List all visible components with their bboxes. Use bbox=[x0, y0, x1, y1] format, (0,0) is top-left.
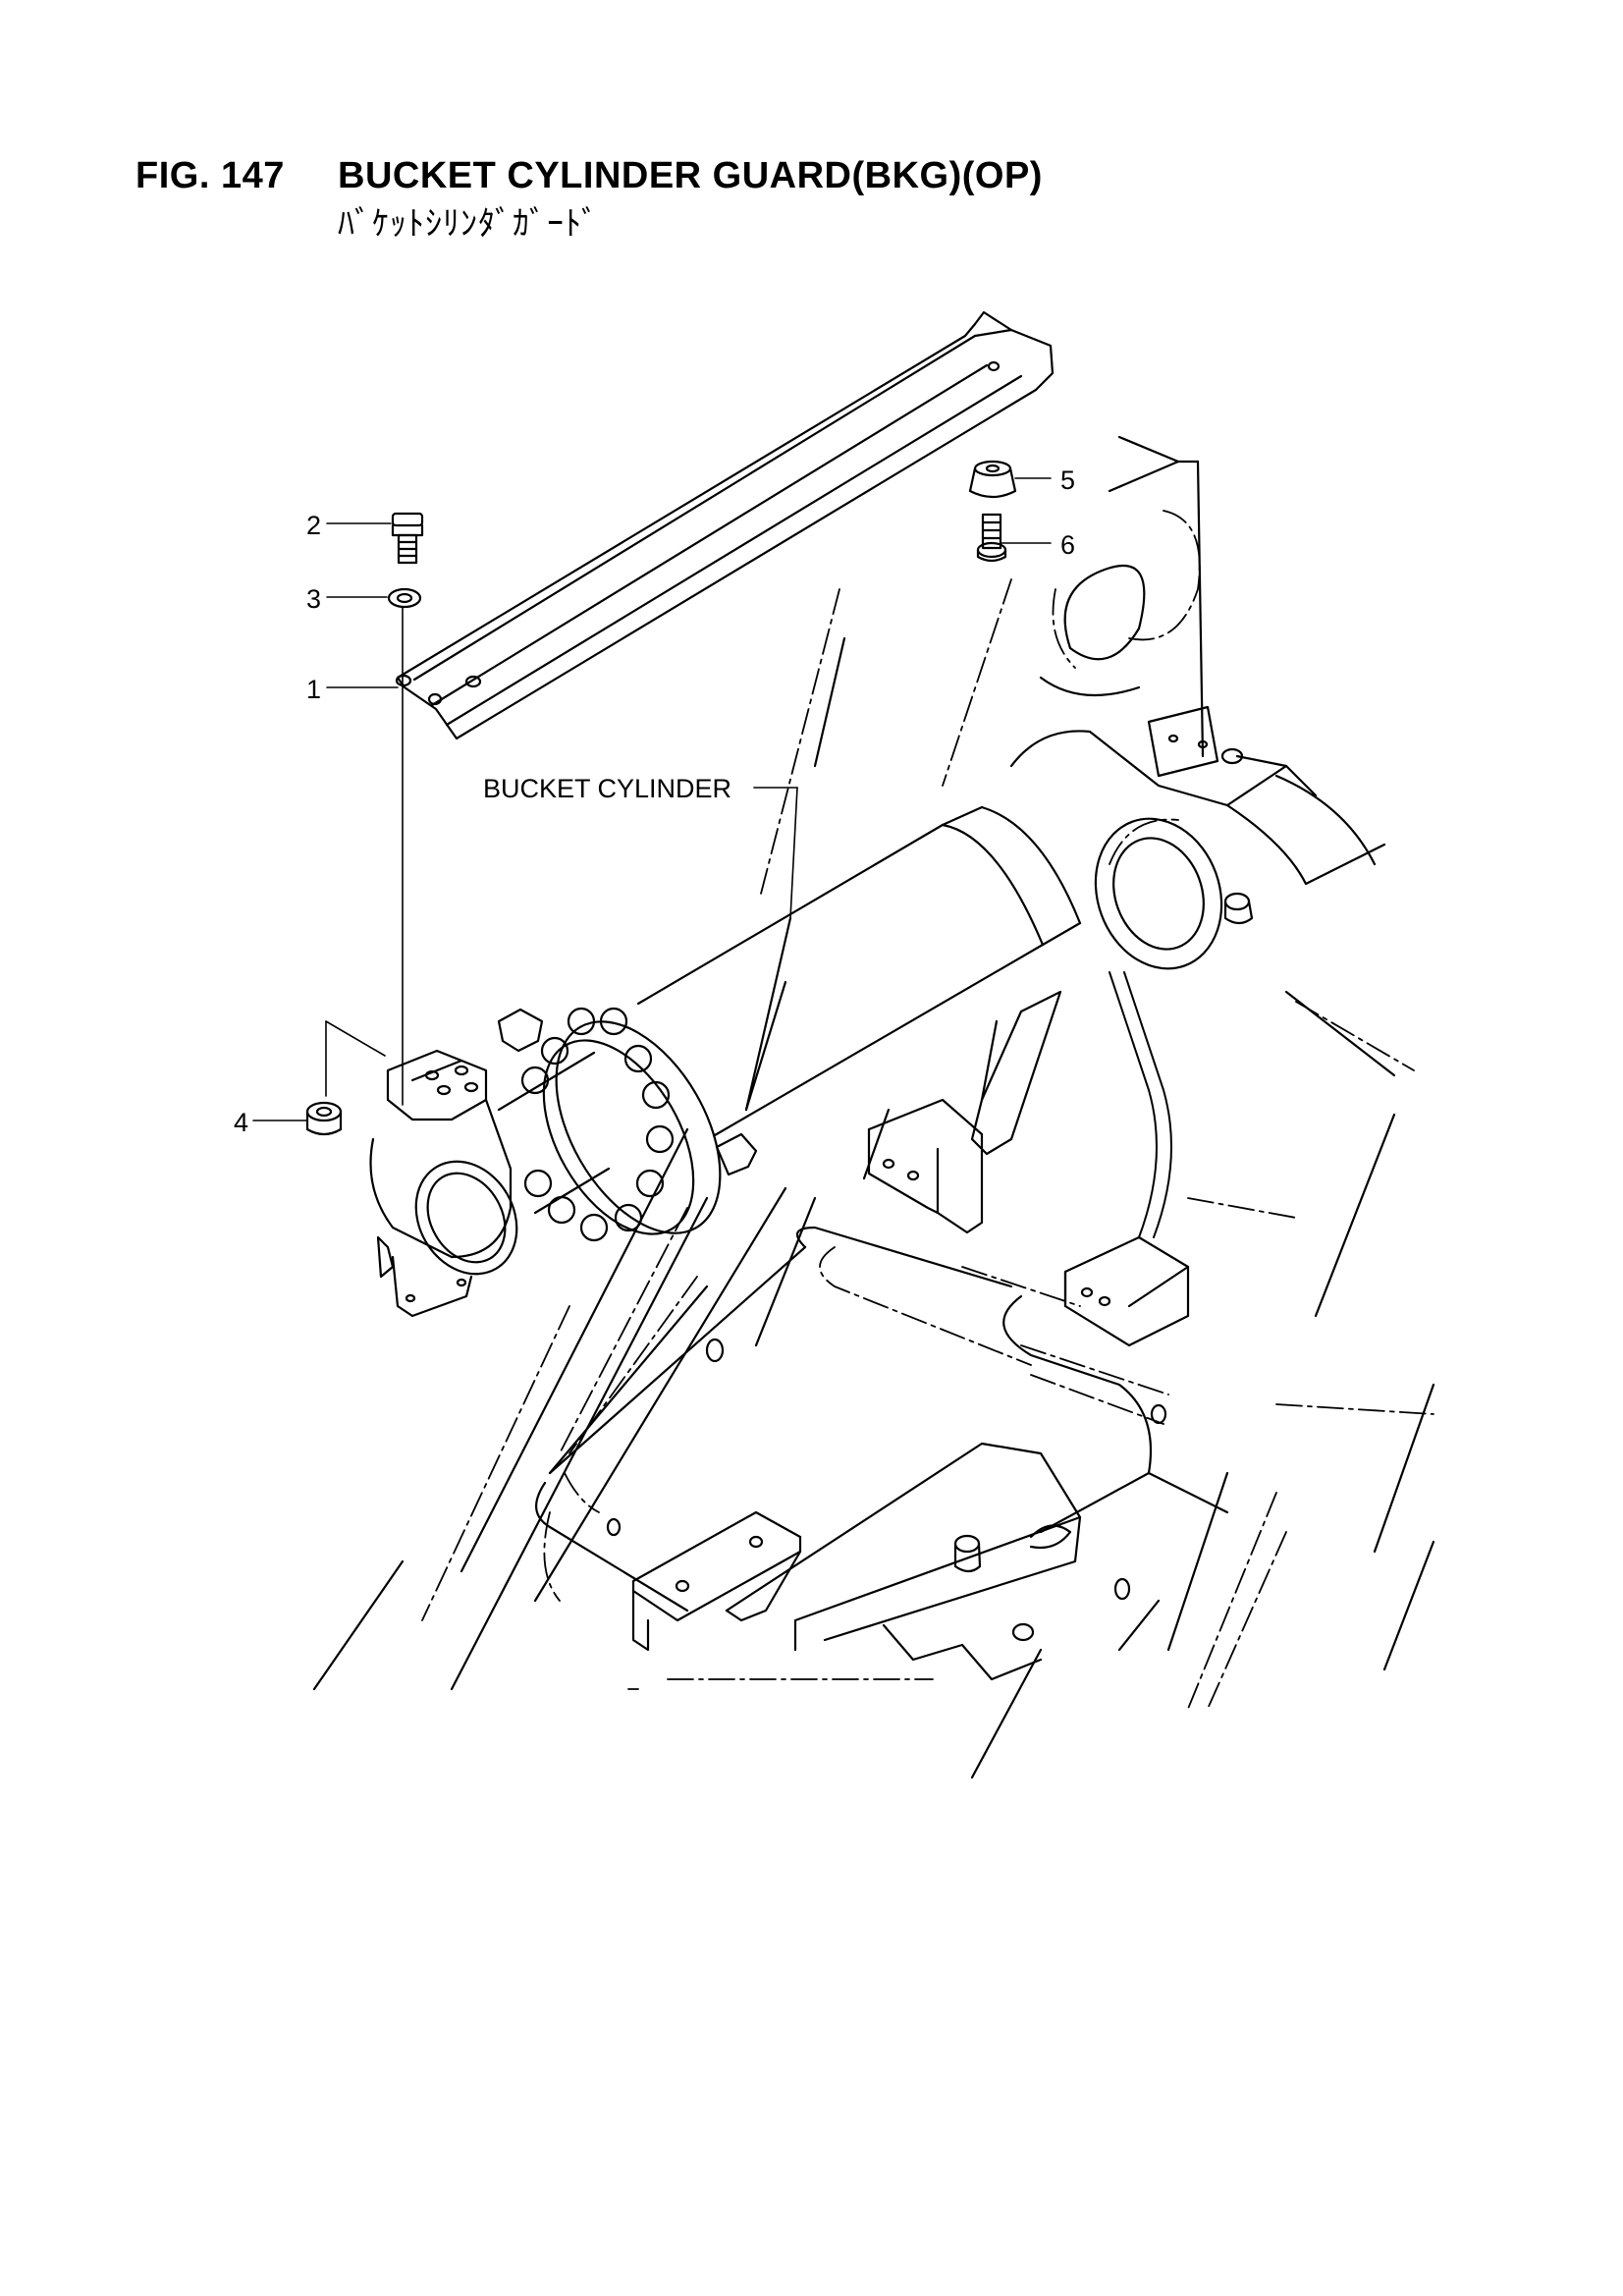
arm-structure bbox=[312, 435, 1435, 1779]
callout-4: 4 bbox=[234, 1108, 248, 1137]
figure-title: BUCKET CYLINDER GUARD(BKG)(OP) bbox=[338, 155, 1043, 196]
guard-plate bbox=[395, 310, 1055, 740]
bolt-part-2 bbox=[391, 512, 424, 565]
callout-numbers: 1 2 3 4 5 6 BUCKET CYLINDER bbox=[234, 465, 1075, 1137]
callout-3: 3 bbox=[306, 584, 321, 614]
figure-number: FIG. 147 bbox=[135, 155, 285, 196]
washer-part-3 bbox=[387, 587, 422, 609]
bucket-cylinder-label: BUCKET CYLINDER bbox=[483, 774, 731, 803]
nut-part-4 bbox=[305, 1101, 343, 1136]
leader-lines bbox=[252, 477, 1052, 1121]
figure-subtitle: ﾊﾞｹｯﾄｼﾘﾝﾀﾞｶﾞｰﾄﾞ bbox=[338, 205, 599, 243]
callout-2: 2 bbox=[306, 511, 321, 540]
callout-6: 6 bbox=[1060, 530, 1075, 560]
hidden-lines bbox=[421, 510, 1434, 1710]
bolt-part-6 bbox=[976, 513, 1007, 563]
callout-5: 5 bbox=[1060, 465, 1075, 495]
callout-1: 1 bbox=[306, 675, 321, 704]
bucket-cylinder bbox=[369, 705, 1386, 1318]
stopper-part-5 bbox=[968, 460, 1017, 499]
